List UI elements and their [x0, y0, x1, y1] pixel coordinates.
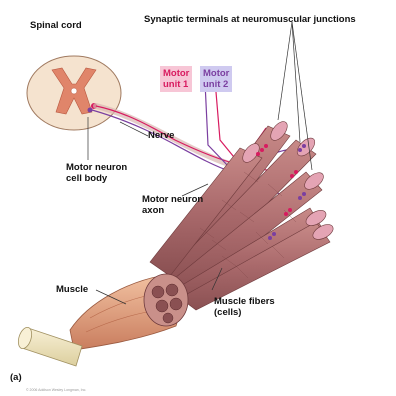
label-panel-a: (a)	[10, 372, 22, 383]
spinal-cord-section	[27, 56, 121, 130]
label-spinal-cord: Spinal cord	[30, 20, 82, 31]
label-muscle: Muscle	[56, 284, 88, 295]
label-motor-unit-2: Motor unit 2	[200, 66, 232, 92]
label-motor-neuron-cell-body: Motor neuron cell body	[66, 162, 127, 184]
label-motor-neuron-axon: Motor neuron axon	[142, 194, 203, 216]
label-muscle-fibers: Muscle fibers (cells)	[214, 296, 275, 318]
label-motor-unit-1: Motor unit 1	[160, 66, 192, 92]
label-nerve: Nerve	[148, 130, 174, 141]
copyright-text: © 2006 Addison Wesley Longman, Inc.	[26, 388, 86, 392]
muscle-cross-section	[144, 274, 188, 326]
label-synaptic-terminals: Synaptic terminals at neuromuscular junc…	[144, 14, 356, 25]
